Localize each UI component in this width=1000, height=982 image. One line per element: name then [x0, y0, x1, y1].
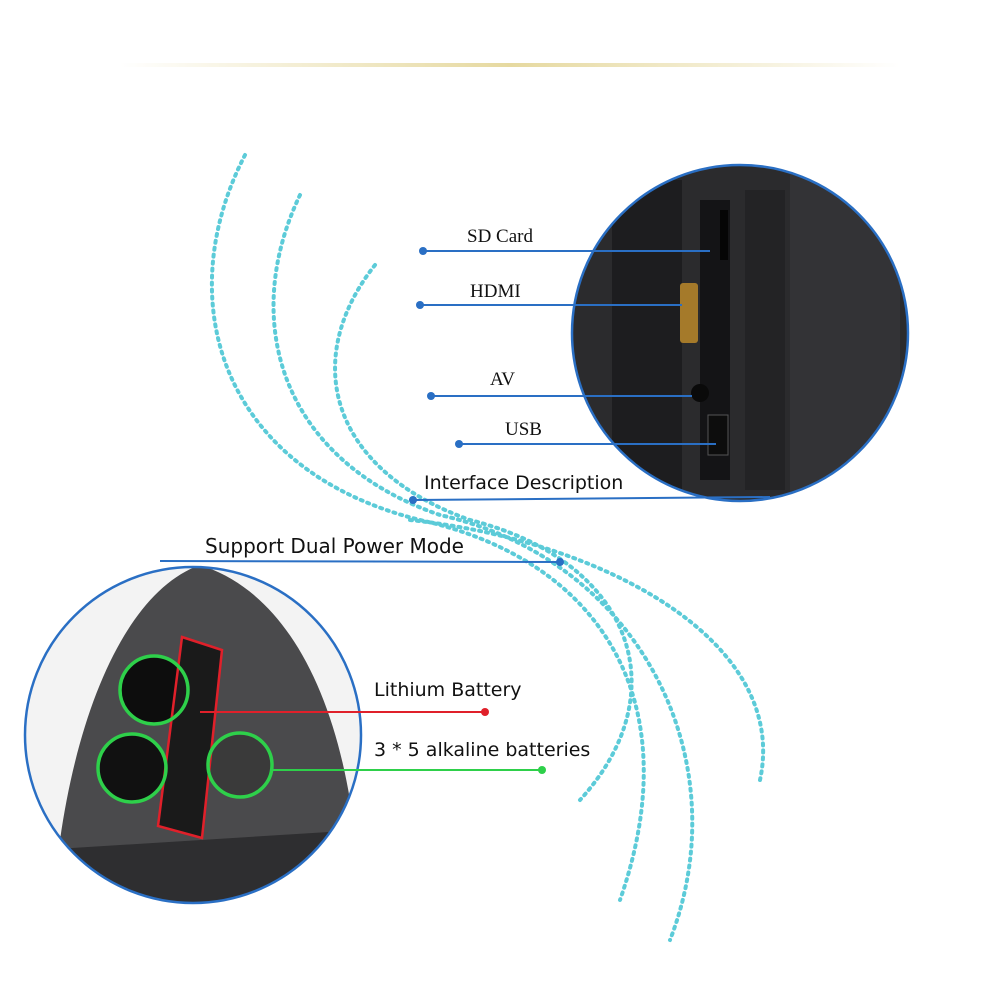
alkaline-outline: [206, 731, 274, 799]
dotted-arc: [408, 518, 766, 782]
port-label-hdmi: HDMI: [470, 281, 521, 302]
av-jack: [691, 384, 709, 402]
usb-port: [707, 414, 729, 456]
battery-photo: [25, 567, 361, 903]
interface-photo: [572, 165, 908, 501]
alkaline-outline: [96, 732, 168, 804]
dual-power-title: Support Dual Power Mode: [205, 534, 464, 558]
dotted-arc: [333, 263, 634, 802]
port-label-av: AV: [490, 369, 515, 390]
hdmi-port: [680, 283, 698, 343]
alkaline-outline: [118, 654, 190, 726]
interface-description-title: Interface Description: [424, 472, 624, 494]
port-label-usb: USB: [505, 419, 542, 440]
lithium-battery-label: Lithium Battery: [374, 679, 522, 701]
callout-lines: [159, 247, 771, 774]
alkaline-batteries-label: 3 * 5 alkaline batteries: [374, 739, 591, 761]
top-divider: [120, 63, 900, 67]
dotted-arcs: [209, 153, 766, 942]
sd-slot: [720, 210, 728, 260]
dotted-arc: [271, 193, 695, 942]
port-label-sd-card: SD Card: [467, 226, 533, 247]
